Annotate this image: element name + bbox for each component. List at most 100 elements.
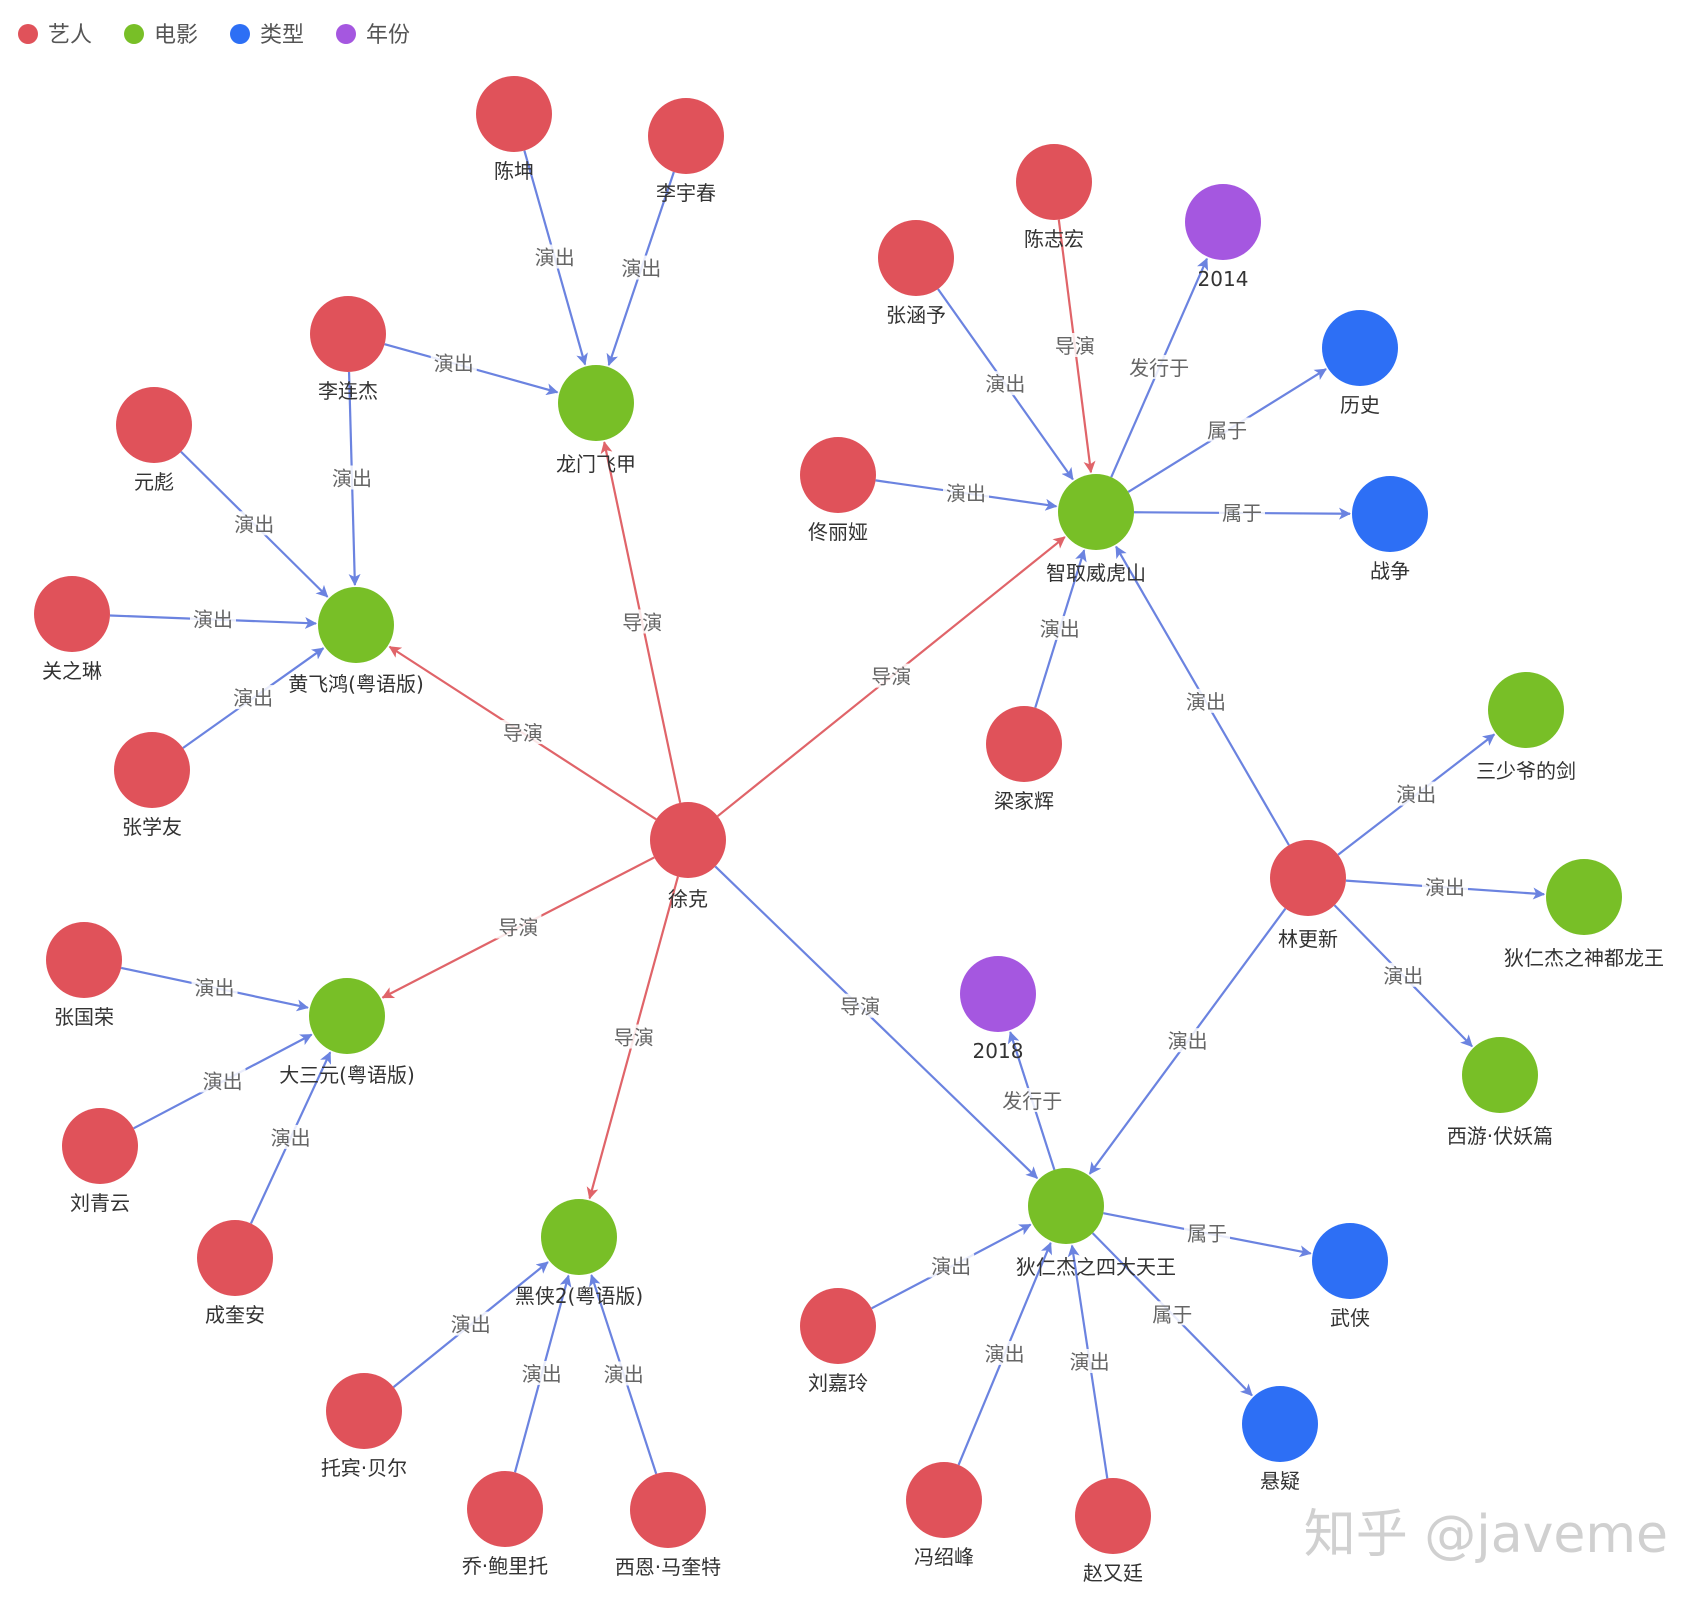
edge-label-zhiqu-zhanzheng: 属于 <box>1222 501 1262 525</box>
node-huangfeihong[interactable]: 黄飞鸿(粤语版) <box>288 587 424 696</box>
node-circle-artist[interactable] <box>1270 840 1346 916</box>
edge-label-xien-heixia: 演出 <box>604 1362 644 1386</box>
edge-label-guanzhilin-huangfeihong: 演出 <box>193 607 233 631</box>
node-tongliya[interactable]: 佟丽娅 <box>800 437 876 544</box>
node-circle-year[interactable] <box>1185 184 1261 260</box>
legend-item-year[interactable]: 年份 <box>336 23 410 48</box>
node-circle-artist[interactable] <box>800 437 876 513</box>
node-circle-movie[interactable] <box>1028 1168 1104 1244</box>
node-circle-artist[interactable] <box>648 98 724 174</box>
node-circle-year[interactable] <box>960 956 1036 1032</box>
node-circle-artist[interactable] <box>34 576 110 652</box>
node-zhangguorong[interactable]: 张国荣 <box>46 922 122 1029</box>
node-circle-movie[interactable] <box>1546 859 1622 935</box>
node-circle-movie[interactable] <box>1058 474 1134 550</box>
node-lilianjie[interactable]: 李连杰 <box>310 296 386 403</box>
node-xuke[interactable]: 徐克 <box>650 802 726 911</box>
edge-label-bg <box>943 480 990 505</box>
edge-label-bg <box>868 663 915 688</box>
node-lingengxin[interactable]: 林更新 <box>1270 840 1346 951</box>
legend-label-year: 年份 <box>366 23 410 48</box>
node-circle-artist[interactable] <box>906 1462 982 1538</box>
node-xiyou[interactable]: 西游·伏妖篇 <box>1447 1037 1553 1148</box>
node-heixia[interactable]: 黑侠2(粤语版) <box>515 1199 643 1308</box>
legend-item-artist[interactable]: 艺人 <box>18 23 92 48</box>
node-circle-movie[interactable] <box>1462 1037 1538 1113</box>
node-chenzhihong[interactable]: 陈志宏 <box>1016 144 1092 251</box>
edge-label-zhanghanyu-zhiqu: 演出 <box>985 372 1025 396</box>
node-longmen[interactable]: 龙门飞甲 <box>556 365 636 476</box>
node-circle-artist[interactable] <box>326 1373 402 1449</box>
edge-label-bg <box>981 1340 1028 1365</box>
node-liuqingyun[interactable]: 刘青云 <box>62 1108 138 1215</box>
edge-label-lingengxin-zhiqu: 演出 <box>1186 690 1226 714</box>
node-guanzhilin[interactable]: 关之琳 <box>34 576 110 683</box>
node-circle-genre[interactable] <box>1312 1223 1388 1299</box>
node-sanshaoye[interactable]: 三少爷的剑 <box>1476 672 1576 783</box>
node-zhaoyouting[interactable]: 赵又廷 <box>1075 1478 1151 1585</box>
node-label-shendu: 狄仁杰之神都龙王 <box>1504 946 1664 970</box>
node-dasanyuan[interactable]: 大三元(粤语版) <box>279 978 415 1087</box>
node-xuanyi[interactable]: 悬疑 <box>1242 1386 1318 1493</box>
node-circle-artist[interactable] <box>467 1471 543 1547</box>
node-label-xiyou: 西游·伏妖篇 <box>1447 1124 1553 1148</box>
legend-item-genre[interactable]: 类型 <box>230 23 304 48</box>
node-circle-movie[interactable] <box>541 1199 617 1275</box>
node-zhanghanyu[interactable]: 张涵予 <box>878 220 954 327</box>
node-sidatianwang[interactable]: 狄仁杰之四大天王 <box>1016 1168 1176 1279</box>
node-circle-artist[interactable] <box>476 76 552 152</box>
node-circle-movie[interactable] <box>309 978 385 1054</box>
node-circle-artist[interactable] <box>1016 144 1092 220</box>
node-y2018[interactable]: 2018 <box>960 956 1036 1063</box>
edge-label-zhaoyouting-sidatianwang: 演出 <box>1070 1350 1110 1374</box>
node-circle-artist[interactable] <box>630 1472 706 1548</box>
edge-label-bg <box>837 993 884 1018</box>
legend-item-movie[interactable]: 电影 <box>124 23 198 48</box>
node-y2014[interactable]: 2014 <box>1185 184 1261 291</box>
node-qiao[interactable]: 乔·鲍里托 <box>462 1471 548 1578</box>
node-circle-movie[interactable] <box>558 365 634 441</box>
node-label-chenzhihong: 陈志宏 <box>1024 227 1084 251</box>
node-circle-artist[interactable] <box>986 706 1062 782</box>
node-circle-artist[interactable] <box>62 1108 138 1184</box>
node-circle-artist[interactable] <box>800 1288 876 1364</box>
node-shendu[interactable]: 狄仁杰之神都龙王 <box>1504 859 1664 970</box>
node-circle-movie[interactable] <box>1488 672 1564 748</box>
node-liyuchun[interactable]: 李宇春 <box>648 98 724 205</box>
edge-label-zhangxueyou-huangfeihong: 演出 <box>233 686 273 710</box>
node-liujialing[interactable]: 刘嘉玲 <box>800 1288 876 1395</box>
edge-label-liuqingyun-dasanyuan: 演出 <box>203 1069 243 1093</box>
node-fengshaofeng[interactable]: 冯绍峰 <box>906 1462 982 1569</box>
node-circle-artist[interactable] <box>310 296 386 372</box>
node-zhangxueyou[interactable]: 张学友 <box>114 732 190 839</box>
node-chengkuian[interactable]: 成奎安 <box>197 1220 273 1327</box>
node-circle-genre[interactable] <box>1352 476 1428 552</box>
node-chenkun[interactable]: 陈坤 <box>476 76 552 183</box>
node-circle-artist[interactable] <box>650 802 726 878</box>
watermark: 知乎 @javeme <box>1304 1505 1668 1565</box>
node-xien[interactable]: 西恩·马奎特 <box>615 1472 721 1579</box>
node-circle-genre[interactable] <box>1322 310 1398 386</box>
node-lishi[interactable]: 历史 <box>1322 310 1398 417</box>
node-circle-artist[interactable] <box>878 220 954 296</box>
edge-label-xuke-heixia: 导演 <box>614 1026 654 1050</box>
node-liangjiahui[interactable]: 梁家辉 <box>986 706 1062 813</box>
node-circle-artist[interactable] <box>1075 1478 1151 1554</box>
edge-label-bg <box>1164 1028 1211 1053</box>
node-label-qiao: 乔·鲍里托 <box>462 1554 548 1578</box>
node-circle-artist[interactable] <box>114 732 190 808</box>
node-wuxia[interactable]: 武侠 <box>1312 1223 1388 1330</box>
node-zhanzheng[interactable]: 战争 <box>1352 476 1428 583</box>
node-yuanbiao[interactable]: 元彪 <box>116 387 192 494</box>
node-circle-artist[interactable] <box>197 1220 273 1296</box>
edge-labels-layer: 导演导演导演导演导演导演演出演出演出演出演出演出演出导演发行于演出属于演出属于演… <box>190 244 1469 1386</box>
edge-label-zhangguorong-dasanyuan: 演出 <box>195 976 235 1000</box>
node-circle-genre[interactable] <box>1242 1386 1318 1462</box>
node-circle-movie[interactable] <box>318 587 394 663</box>
node-circle-artist[interactable] <box>116 387 192 463</box>
node-circle-artist[interactable] <box>46 922 122 998</box>
node-tuobin[interactable]: 托宾·贝尔 <box>321 1373 407 1480</box>
edge-label-chenzhihong-zhiqu: 导演 <box>1055 334 1095 358</box>
node-zhiqu[interactable]: 智取威虎山 <box>1046 474 1146 585</box>
edge-label-sidatianwang-wuxia: 属于 <box>1187 1221 1227 1245</box>
